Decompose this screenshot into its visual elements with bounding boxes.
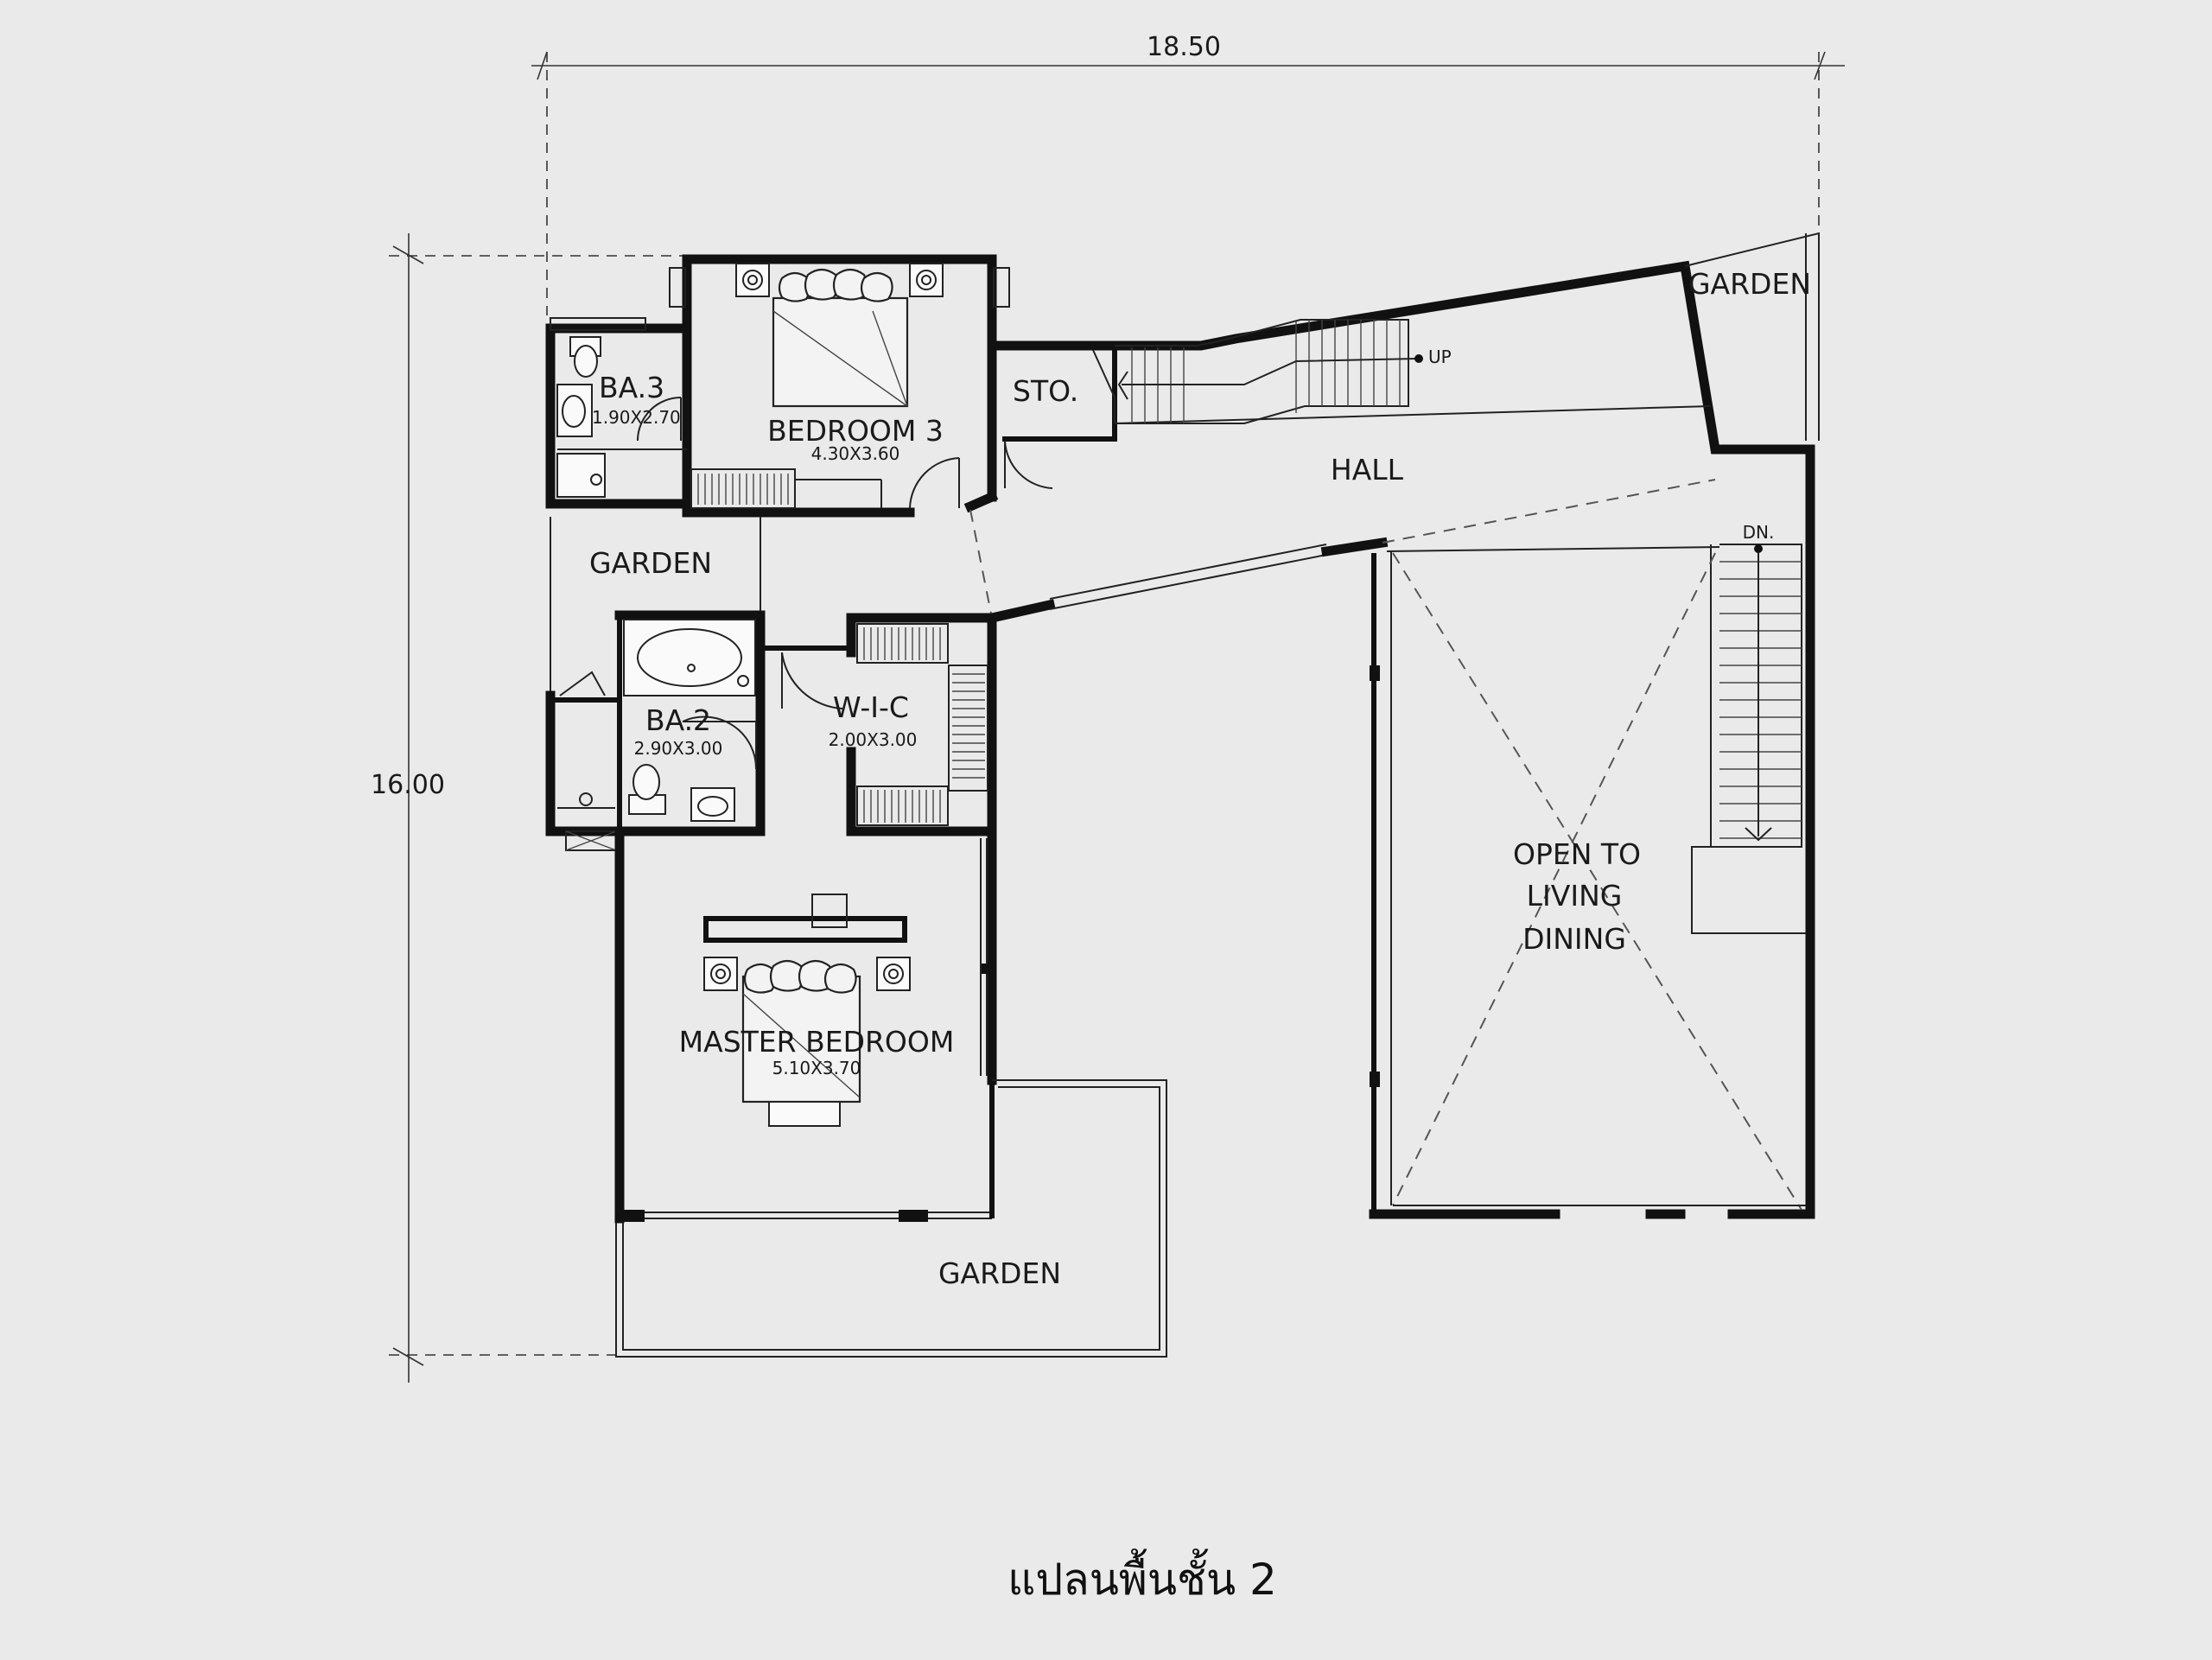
pillows-icon [743, 959, 857, 994]
stairs-up [1092, 319, 1423, 424]
storage-label: STO. [1013, 374, 1078, 408]
stairs-down-arrow-icon [1745, 827, 1772, 842]
bedroom3-size: 4.30X3.60 [811, 443, 900, 464]
nightstand-icon [909, 263, 944, 297]
bedroom3-furniture [690, 263, 960, 509]
nightstand-icon [876, 957, 911, 991]
ba2-walls [545, 610, 851, 851]
wic-hangers-bottom-icon [863, 790, 941, 823]
bedroom3-block-walls [545, 254, 1010, 518]
stairs-up-arrow-icon [1414, 354, 1423, 363]
plan-caption: แปลนพื้นชั้น 2 [1007, 1549, 1277, 1605]
door-swing-icon [1004, 440, 1053, 489]
wic-size: 2.00X3.00 [829, 729, 918, 750]
open-to-below-area [1370, 546, 1806, 1211]
stairs-up-label: UP [1428, 347, 1452, 367]
pillows-icon [778, 268, 893, 302]
wic-walls [781, 613, 997, 1085]
ba2-size: 2.90X3.00 [634, 738, 723, 759]
wic-hangers-top-icon [863, 627, 941, 660]
garden-bottom-label: GARDEN [938, 1256, 1061, 1290]
ba3-fixtures [556, 336, 687, 498]
master-bedroom-label: MASTER BEDROOM [679, 1025, 955, 1059]
nightstand-icon [735, 263, 770, 297]
ba3-size: 1.90X2.70 [592, 407, 681, 428]
door-swing-icon [909, 457, 960, 509]
ba3-label: BA.3 [599, 371, 664, 404]
bedroom3-label: BEDROOM 3 [767, 414, 944, 448]
open-area-label-line1: OPEN TO [1513, 837, 1641, 871]
hall-walls [969, 232, 1820, 1219]
garden-left-area [550, 517, 761, 696]
hall-label: HALL [1331, 453, 1404, 487]
dimension-lines [389, 51, 1845, 1383]
width-dimension-label: 18.50 [1147, 32, 1221, 62]
bench-icon [768, 1101, 841, 1127]
open-area-label-line3: DINING [1522, 922, 1626, 956]
garden-bottom-area [615, 1079, 1167, 1358]
wardrobe-hangers-icon [697, 474, 789, 505]
door-swing-icon [781, 652, 843, 709]
depth-dimension-label: 16.00 [371, 770, 445, 800]
nightstand-icon [703, 957, 738, 991]
wic-label: W-I-C [833, 690, 909, 724]
wic-hangers-side-icon [952, 673, 985, 779]
ba2-label: BA.2 [645, 703, 711, 737]
stairs-down-label: DN. [1743, 522, 1775, 543]
master-bedroom-walls [614, 826, 995, 1224]
open-area-label-line2: LIVING [1527, 879, 1623, 913]
bathtub-icon [623, 619, 756, 696]
garden-top-right-label: GARDEN [1688, 267, 1811, 301]
garden-left-label: GARDEN [589, 546, 712, 580]
master-bedroom-size: 5.10X3.70 [772, 1058, 861, 1078]
stairs-down [1691, 544, 1806, 934]
